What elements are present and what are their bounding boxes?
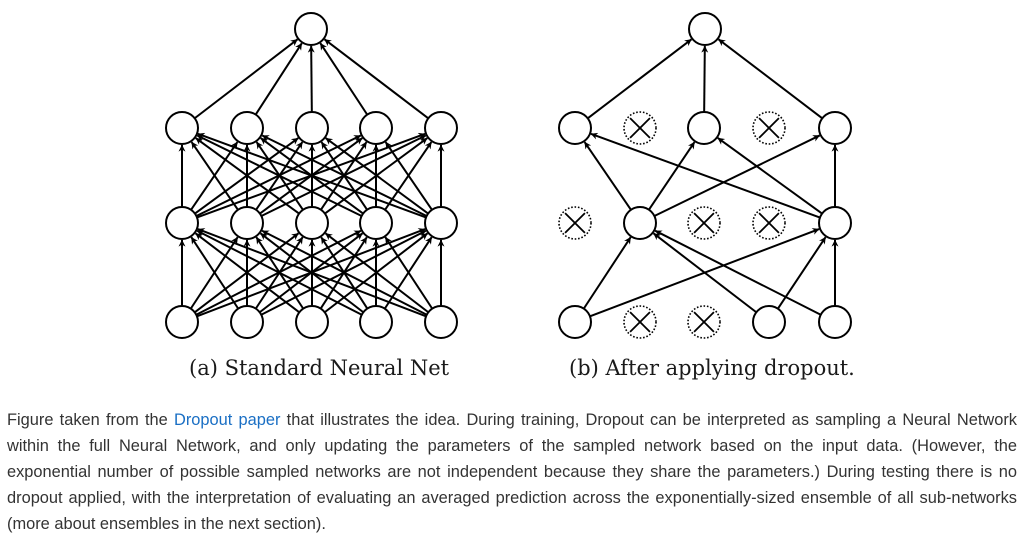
hidden-neuron (230, 111, 264, 145)
hidden-neuron (295, 111, 329, 145)
input-neuron (752, 305, 786, 339)
connection-arrow (190, 141, 239, 211)
hidden-neuron (623, 206, 657, 240)
connection-arrow (325, 137, 429, 215)
connection-arrow (701, 45, 709, 113)
hidden-neuron (818, 111, 852, 145)
description-body: that illustrates the idea. During traini… (7, 411, 1017, 534)
input-neuron (359, 305, 393, 339)
connection-arrow (777, 236, 827, 310)
connection-arrow (648, 141, 696, 211)
connection-arrow (190, 236, 240, 310)
hidden-neuron (687, 111, 721, 145)
connection-arrow (254, 42, 303, 116)
dropped-neuron (623, 305, 657, 339)
input-neuron (295, 305, 329, 339)
hidden-neuron (424, 111, 458, 145)
crossed-circle-icon (564, 212, 586, 234)
crossed-circle-icon (693, 212, 715, 234)
hidden-neuron (230, 206, 264, 240)
hidden-neuron (165, 111, 199, 145)
connection-arrow (384, 141, 433, 211)
connection-arrow (261, 134, 428, 217)
connection-arrow (319, 42, 369, 116)
dropped-neuron (687, 206, 721, 240)
connection-arrow (717, 38, 823, 120)
connection-arrow (587, 38, 693, 120)
connection-arrow (197, 228, 427, 318)
hidden-neuron (295, 206, 329, 240)
connection-arrow (582, 236, 632, 310)
crossed-circle-icon (693, 311, 715, 333)
connection-arrow (323, 38, 429, 120)
connection-arrow (654, 229, 822, 316)
dropout-paper-link[interactable]: Dropout paper (174, 411, 281, 430)
dropped-neuron (558, 206, 592, 240)
crossed-circle-icon (629, 311, 651, 333)
network-diagrams (165, 12, 852, 339)
hidden-neuron (424, 206, 458, 240)
input-neuron (558, 305, 592, 339)
dropout-figure: (a) Standard Neural Net (b) After applyi… (165, 12, 855, 380)
crossed-circle-icon (758, 117, 780, 139)
hidden-neuron (359, 206, 393, 240)
input-neuron (818, 305, 852, 339)
connection-arrow (194, 38, 299, 120)
description-intro: Figure taken from the (7, 411, 174, 430)
dropped-neuron (752, 111, 786, 145)
connection-arrow (583, 141, 632, 211)
dropped-neuron (752, 206, 786, 240)
input-neuron (165, 305, 199, 339)
hidden-neuron (359, 111, 393, 145)
standard-neural-net-diagram (165, 12, 458, 339)
dropped-neuron (623, 111, 657, 145)
figure-description: Figure taken from the Dropout paper that… (7, 407, 1017, 537)
panel-b-caption: (b) After applying dropout. (569, 356, 855, 380)
connection-arrow (196, 229, 363, 316)
crossed-circle-icon (758, 212, 780, 234)
hidden-neuron (818, 206, 852, 240)
output-neuron (688, 12, 722, 46)
dropped-neuron (687, 305, 721, 339)
input-neuron (230, 305, 264, 339)
connection-arrow (590, 132, 821, 219)
connection-arrow (652, 232, 757, 314)
hidden-neuron (165, 206, 199, 240)
panel-a-caption: (a) Standard Neural Net (189, 356, 450, 380)
crossed-circle-icon (629, 117, 651, 139)
output-neuron (294, 12, 328, 46)
connection-arrow (194, 232, 300, 314)
connection-arrow (717, 137, 823, 215)
connection-arrow (261, 229, 428, 316)
hidden-neuron (558, 111, 592, 145)
connection-arrow (653, 134, 821, 217)
connection-arrow (307, 45, 315, 113)
connection-arrow (196, 134, 363, 217)
dropout-network-diagram (558, 12, 852, 339)
connection-arrow (384, 236, 434, 310)
connection-arrow (195, 137, 300, 215)
connection-arrow (324, 232, 429, 314)
connection-arrow (197, 132, 427, 219)
input-neuron (424, 305, 458, 339)
